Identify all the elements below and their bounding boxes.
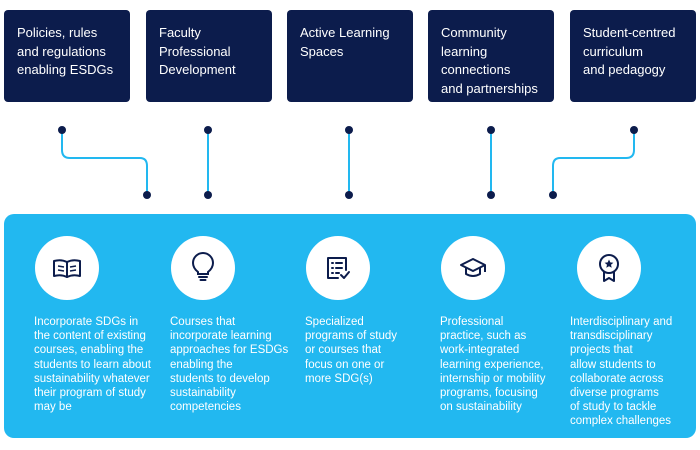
- graduation-cap-icon: [441, 236, 505, 300]
- top-box-policies: Policies, rules and regulations enabling…: [4, 10, 130, 102]
- connector-dot: [345, 191, 353, 199]
- top-box-student-centred: Student-centred curriculum and pedagogy: [570, 10, 696, 102]
- connector-dot: [204, 191, 212, 199]
- connector-dot: [487, 191, 495, 199]
- checklist-icon: [306, 236, 370, 300]
- connector-5: [552, 130, 635, 195]
- top-box-active-learning: Active Learning Spaces: [287, 10, 413, 102]
- lightbulb-icon: [171, 236, 235, 300]
- connector-dot: [345, 126, 353, 134]
- connector-dot: [58, 126, 66, 134]
- connector-1: [61, 130, 148, 195]
- connector-dot: [487, 126, 495, 134]
- connector-dot: [143, 191, 151, 199]
- connector-dot: [204, 126, 212, 134]
- book-icon: [35, 236, 99, 300]
- description-professional-practice: Professional practice, such as work-inte…: [440, 316, 546, 414]
- award-badge-icon: [577, 236, 641, 300]
- description-interdisciplinary-projects: Interdisciplinary and transdisciplinary …: [570, 316, 673, 428]
- description-learning-approaches: Courses that incorporate learning approa…: [170, 316, 289, 414]
- top-box-faculty-development: Faculty Professional Development: [146, 10, 272, 102]
- connector-dot: [630, 126, 638, 134]
- connector-dot: [549, 191, 557, 199]
- description-incorporate-sdgs: Incorporate SDGs in the content of exist…: [34, 316, 151, 414]
- description-specialized-programs: Specialized programs of study or courses…: [305, 316, 398, 385]
- top-box-community-learning: Community learning connections and partn…: [428, 10, 554, 102]
